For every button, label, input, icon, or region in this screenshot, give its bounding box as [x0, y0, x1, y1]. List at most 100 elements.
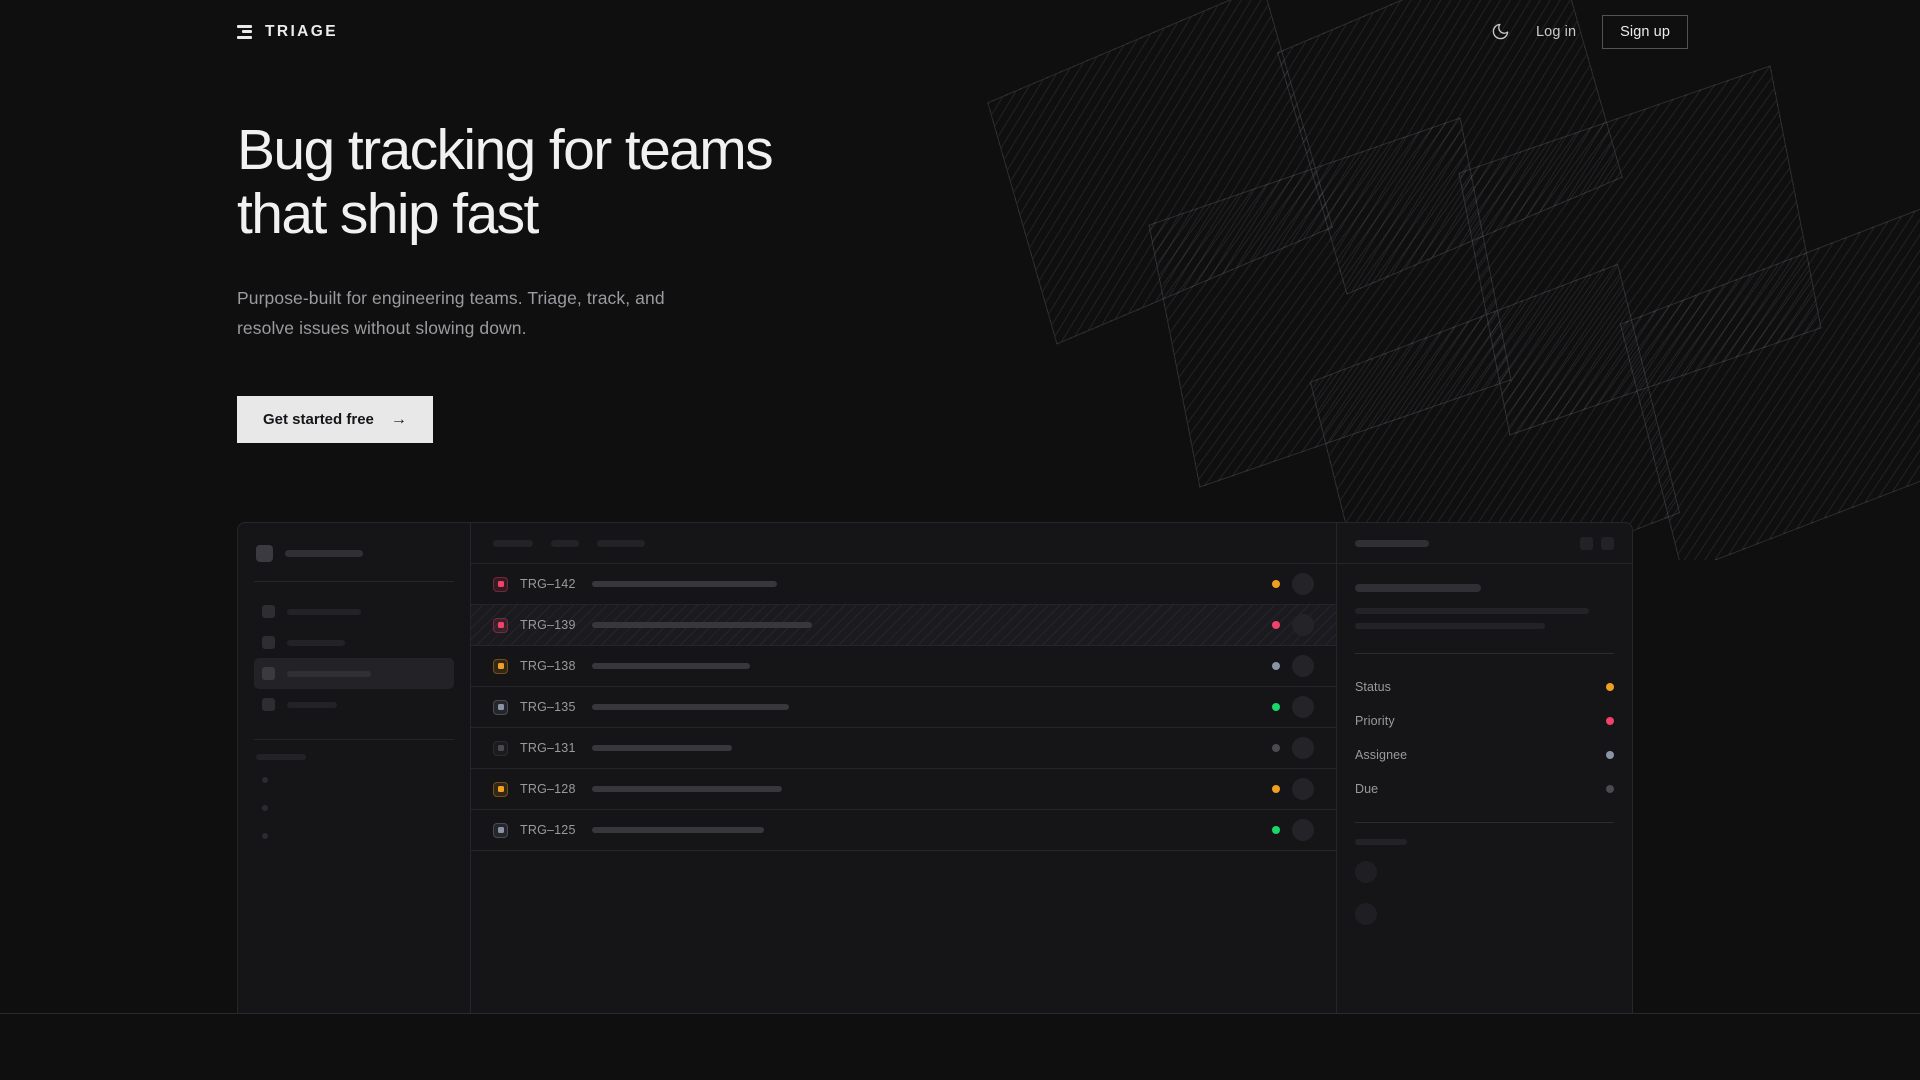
sidebar-divider	[254, 581, 454, 582]
detail-field-priority[interactable]: Priority	[1355, 704, 1614, 738]
sidebar-divider	[254, 739, 454, 740]
workspace-name-skeleton	[285, 550, 363, 557]
subtitle-line-2: resolve issues without slowing down.	[237, 317, 527, 338]
hatched-panel	[1458, 65, 1822, 436]
field-value-dot	[1606, 683, 1614, 691]
project-dot-icon	[262, 805, 268, 811]
hatched-panel	[1309, 263, 1681, 560]
header-actions: Log in Sign up	[1491, 14, 1688, 49]
sidebar-item-label	[287, 670, 371, 677]
sidebar-item-2[interactable]	[254, 658, 454, 689]
priority-badge	[493, 822, 508, 838]
issue-title-skeleton	[592, 827, 764, 833]
toolbar-control-1[interactable]	[551, 539, 579, 547]
issue-id: TRG–125	[520, 823, 576, 837]
detail-action-icon-1[interactable]	[1580, 536, 1593, 550]
activity-list	[1355, 861, 1614, 925]
stacked-bars-icon	[237, 24, 252, 39]
detail-divider	[1355, 822, 1614, 823]
issue-title-skeleton	[592, 786, 782, 792]
status-dot-icon	[1272, 580, 1280, 588]
page-title: Bug tracking for teams that ship fast	[237, 118, 774, 247]
issue-title-skeleton	[592, 622, 812, 628]
assignee-avatar	[1292, 819, 1314, 841]
sidebar-item-icon	[262, 667, 275, 680]
toolbar-control-0[interactable]	[493, 539, 533, 547]
assignee-avatar	[1292, 696, 1314, 718]
priority-badge	[493, 699, 508, 715]
arrow-right-icon: →	[390, 410, 407, 428]
sidebar-item-3[interactable]	[254, 689, 454, 720]
issue-id: TRG–131	[520, 741, 576, 755]
sidebar-projects	[254, 766, 454, 850]
issue-row[interactable]: TRG–128	[471, 769, 1336, 810]
login-link[interactable]: Log in	[1536, 23, 1577, 40]
toolbar-control-2[interactable]	[597, 539, 645, 547]
sidebar-item-label	[287, 701, 337, 708]
comment-avatar	[1355, 903, 1377, 925]
mockup-sidebar	[238, 523, 471, 1013]
detail-header	[1337, 523, 1632, 564]
detail-title-skeleton	[1355, 539, 1429, 547]
issue-row[interactable]: TRG–138	[471, 646, 1336, 687]
status-dot-icon	[1272, 662, 1280, 670]
sidebar-item-0[interactable]	[254, 596, 454, 627]
status-dot-icon	[1272, 621, 1280, 629]
detail-field-due[interactable]: Due	[1355, 772, 1614, 806]
field-label: Status	[1355, 680, 1392, 694]
detail-field-status[interactable]: Status	[1355, 670, 1614, 704]
detail-issue-title	[1355, 584, 1481, 592]
assignee-avatar	[1292, 573, 1314, 595]
issue-row[interactable]: TRG–125	[471, 810, 1336, 851]
assignee-avatar	[1292, 778, 1314, 800]
get-started-button[interactable]: Get started free →	[237, 396, 433, 443]
workspace-switcher[interactable]	[254, 541, 454, 562]
assignee-avatar	[1292, 655, 1314, 677]
detail-desc-line	[1355, 608, 1589, 614]
sidebar-project-item[interactable]	[254, 822, 454, 850]
priority-badge	[493, 576, 508, 592]
headline-line-2: that ship fast	[237, 182, 539, 247]
hatched-panel	[1619, 205, 1920, 560]
brand-logo[interactable]: TRIAGE	[237, 23, 338, 41]
comment-avatar	[1355, 861, 1377, 883]
issue-row[interactable]: TRG–131	[471, 728, 1336, 769]
priority-badge	[493, 658, 508, 674]
moon-icon[interactable]	[1491, 22, 1510, 41]
detail-field-assignee[interactable]: Assignee	[1355, 738, 1614, 772]
status-dot-icon	[1272, 785, 1280, 793]
status-dot-icon	[1272, 744, 1280, 752]
issue-title-skeleton	[592, 745, 732, 751]
sidebar-item-label	[287, 608, 361, 615]
field-label: Due	[1355, 782, 1379, 796]
detail-action-icon-2[interactable]	[1601, 536, 1614, 550]
status-dot-icon	[1272, 826, 1280, 834]
hero-section: Bug tracking for teams that ship fast Pu…	[237, 118, 774, 443]
issue-id: TRG–135	[520, 700, 576, 714]
sidebar-item-label	[287, 639, 345, 646]
sidebar-project-item[interactable]	[254, 766, 454, 794]
issue-row[interactable]: TRG–142	[471, 564, 1336, 605]
hero-subtitle: Purpose-built for engineering teams. Tri…	[237, 283, 772, 343]
project-dot-icon	[262, 833, 268, 839]
issue-title-skeleton	[592, 704, 789, 710]
issue-id: TRG–128	[520, 782, 576, 796]
signup-button[interactable]: Sign up	[1602, 14, 1688, 49]
field-label: Assignee	[1355, 748, 1408, 762]
brand-name: TRIAGE	[265, 22, 338, 40]
field-value-dot	[1606, 751, 1614, 759]
sidebar-item-1[interactable]	[254, 627, 454, 658]
issue-row[interactable]: TRG–135	[471, 687, 1336, 728]
activity-label-skeleton	[1355, 839, 1407, 845]
detail-desc-line	[1355, 623, 1545, 629]
issue-row[interactable]: TRG–139	[471, 605, 1336, 646]
hatched-panel	[1148, 117, 1512, 488]
assignee-avatar	[1292, 737, 1314, 759]
sidebar-project-item[interactable]	[254, 794, 454, 822]
